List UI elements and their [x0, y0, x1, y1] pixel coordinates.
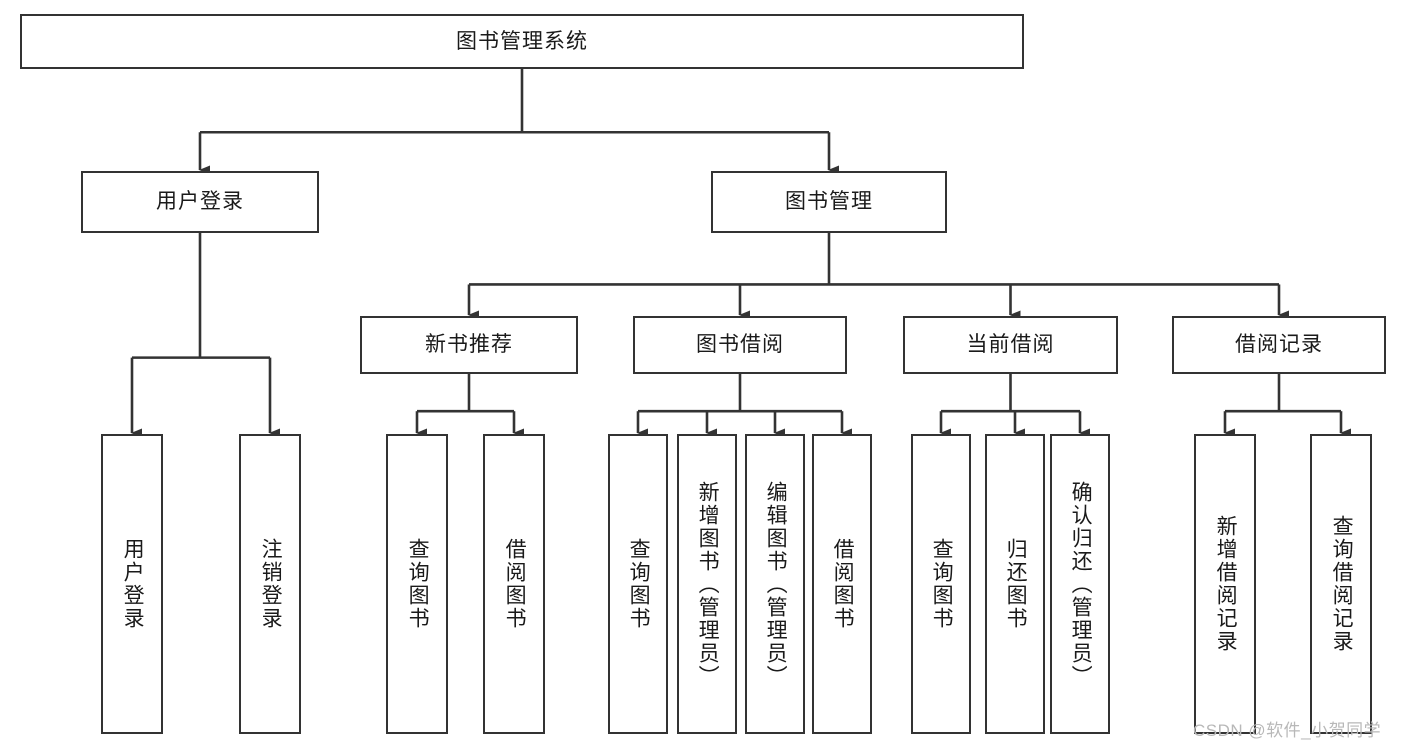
node-label: 图书管理系统: [456, 29, 588, 53]
node-label: 用户登录: [156, 190, 244, 214]
node-leaf-borrow-book-1[interactable]: 借阅图书: [483, 434, 545, 734]
node-leaf-borrow-book-2[interactable]: 借阅图书: [812, 434, 872, 734]
node-label: 新增借阅记录: [1214, 515, 1238, 653]
node-label: 查询图书: [930, 538, 954, 630]
node-label: 归还图书: [1004, 538, 1028, 630]
node-leaf-query-book-3[interactable]: 查询图书: [911, 434, 971, 734]
node-label: 借阅图书: [831, 538, 855, 630]
node-book-borrow[interactable]: 图书借阅: [633, 316, 847, 374]
node-label: 图书管理: [785, 190, 873, 214]
node-label: 编辑图书（管理员）: [764, 480, 788, 688]
node-label: 借阅记录: [1235, 333, 1323, 357]
node-leaf-logout[interactable]: 注销登录: [239, 434, 301, 734]
node-label: 注销登录: [259, 538, 283, 630]
node-leaf-confirm-return[interactable]: 确认归还（管理员）: [1050, 434, 1110, 734]
node-leaf-query-borrow-record[interactable]: 查询借阅记录: [1310, 434, 1372, 734]
node-label: 新书推荐: [425, 333, 513, 357]
node-label: 确认归还（管理员）: [1069, 480, 1093, 688]
node-leaf-edit-book[interactable]: 编辑图书（管理员）: [745, 434, 805, 734]
node-label: 查询图书: [627, 538, 651, 630]
node-label: 新增图书（管理员）: [696, 480, 720, 688]
node-current-borrow[interactable]: 当前借阅: [903, 316, 1118, 374]
node-label: 查询图书: [406, 538, 430, 630]
node-label: 查询借阅记录: [1330, 515, 1354, 653]
node-leaf-return-book[interactable]: 归还图书: [985, 434, 1045, 734]
node-leaf-query-book-1[interactable]: 查询图书: [386, 434, 448, 734]
node-label: 借阅图书: [503, 538, 527, 630]
node-leaf-add-book[interactable]: 新增图书（管理员）: [677, 434, 737, 734]
node-leaf-add-borrow-record[interactable]: 新增借阅记录: [1194, 434, 1256, 734]
node-root[interactable]: 图书管理系统: [20, 14, 1024, 69]
node-label: 当前借阅: [966, 333, 1055, 357]
node-leaf-user-login[interactable]: 用户登录: [101, 434, 163, 734]
watermark-text: CSDN @软件_小贺同学: [1193, 721, 1382, 740]
node-user-login[interactable]: 用户登录: [81, 171, 319, 233]
node-new-book-recommend[interactable]: 新书推荐: [360, 316, 578, 374]
node-borrow-record[interactable]: 借阅记录: [1172, 316, 1386, 374]
node-label: 图书借阅: [696, 333, 784, 357]
node-book-management[interactable]: 图书管理: [711, 171, 947, 233]
node-leaf-query-book-2[interactable]: 查询图书: [608, 434, 668, 734]
node-label: 用户登录: [121, 538, 145, 630]
